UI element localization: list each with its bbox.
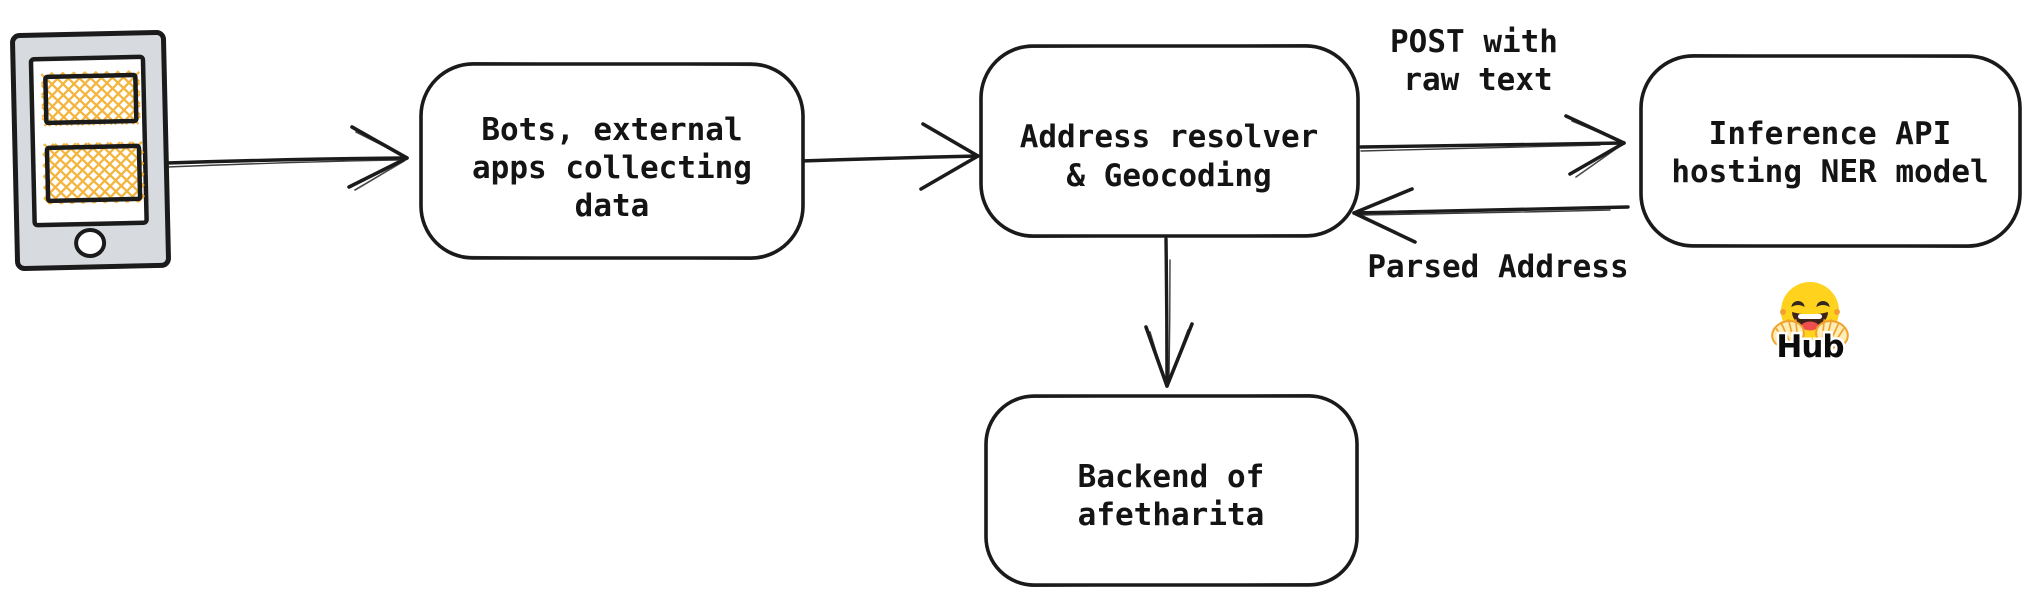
hf-right-hand (1815, 318, 1849, 349)
arrow-phone-to-bots (165, 125, 409, 191)
edge-label-post-line2: raw text (1403, 62, 1552, 98)
arrow-address-to-inference (1359, 114, 1626, 178)
node-inference-api: Inference API hosting NER model (1639, 53, 2022, 249)
node-address-resolver: Address resolver & Geocoding (979, 43, 1360, 239)
node-backend-line2: afetharita (1078, 497, 1265, 533)
arrow-inference-to-address (1352, 187, 1630, 244)
node-address-line1: Address resolver (1020, 119, 1319, 155)
node-bots-line1: Bots, external (481, 112, 742, 148)
node-address-line2: & Geocoding (1066, 158, 1271, 194)
node-inference-line2: hosting NER model (1671, 154, 1988, 190)
phone-widget-top (43, 72, 139, 126)
arrow-address-to-backend (1144, 237, 1194, 388)
node-bots-line3: data (575, 188, 650, 224)
mobile-phone-icon (10, 29, 171, 271)
node-backend: Backend of afetharita (984, 393, 1359, 588)
edge-label-parsed-address: Parsed Address (1367, 249, 1628, 285)
node-bots: Bots, external apps collecting data (419, 61, 805, 261)
hub-label: Hub (1776, 329, 1843, 365)
hf-left-hand (1771, 318, 1805, 349)
arrow-bots-to-address (799, 122, 980, 191)
node-backend-line1: Backend of (1078, 459, 1265, 495)
hugging-face-icon: Hub (1771, 282, 1849, 368)
phone-widget-bottom (44, 143, 143, 204)
phone-home-button (74, 227, 107, 258)
node-inference-line1: Inference API (1709, 116, 1952, 152)
node-bots-line2: apps collecting (472, 150, 752, 186)
edge-label-post-line1: POST with (1390, 24, 1558, 60)
